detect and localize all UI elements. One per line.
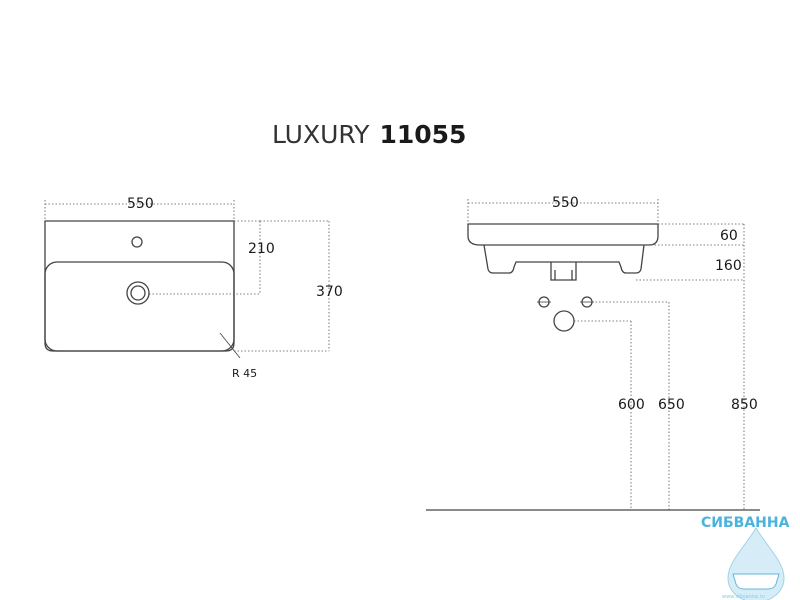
- bathtub-icon: [732, 573, 780, 590]
- dim-waste-label: 600: [618, 397, 645, 413]
- watermark-site: www.sibvanna.ru: [722, 594, 765, 600]
- basin-side-rim: [467, 223, 659, 246]
- basin-side-body: [483, 244, 645, 274]
- title: LUXURY 11055: [272, 120, 466, 149]
- title-series: LUXURY: [272, 120, 370, 149]
- top-view: 550 210 370 R 45: [44, 196, 343, 380]
- dim-drain-label: 210: [248, 241, 275, 257]
- dim-rim-label: 60: [720, 228, 738, 244]
- watermark-brand: СИБВАННА: [701, 515, 790, 531]
- drain-inner: [130, 285, 146, 301]
- title-model: 11055: [379, 120, 466, 149]
- dim-width-label: 550: [127, 196, 154, 212]
- waste-outlet: [553, 310, 575, 332]
- waste-stub: [550, 262, 577, 281]
- dim-install-label: 850: [731, 397, 758, 413]
- tap-hole: [131, 236, 143, 248]
- dim-body-label: 160: [715, 258, 742, 274]
- watermark-logo: СИБВАННА www.sibvanna.ru: [701, 515, 790, 600]
- radius-leader: [219, 332, 241, 359]
- side-dim-width-label: 550: [552, 195, 579, 211]
- side-view: 550 60 160 850 650 600: [426, 195, 760, 511]
- dim-supply-label: 650: [658, 397, 685, 413]
- basin-bowl: [44, 261, 235, 352]
- radius-label: R 45: [232, 367, 257, 380]
- drain-outer: [126, 281, 150, 305]
- dim-depth-label: 370: [316, 284, 343, 300]
